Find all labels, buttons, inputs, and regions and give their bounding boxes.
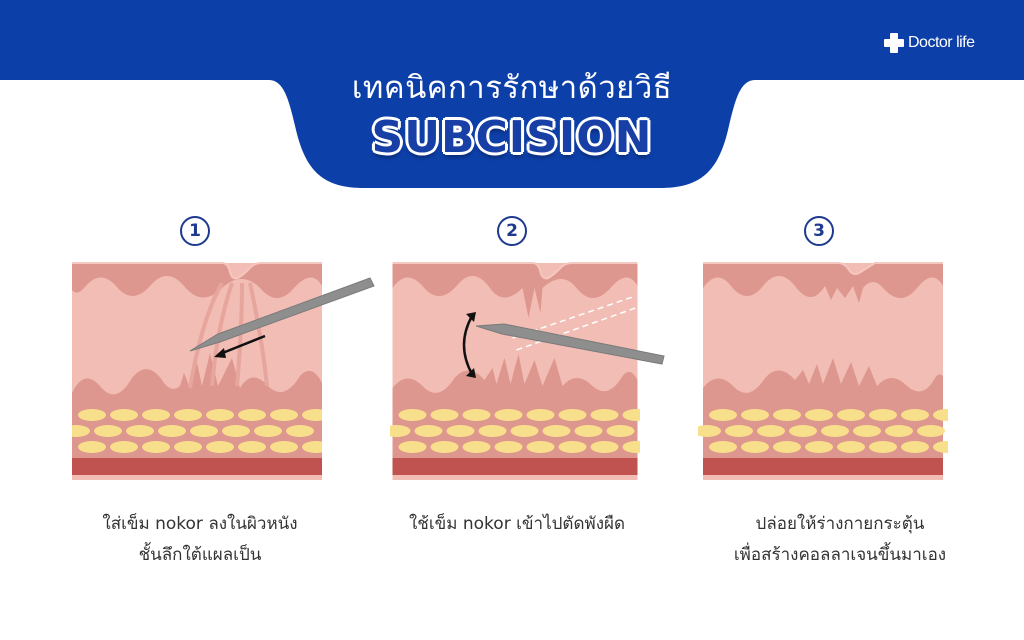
- caption-step-3-line-2: เพื่อสร้างคอลลาเจนขึ้นมาเอง: [733, 545, 947, 565]
- skin-illustration-step-1: [72, 262, 322, 480]
- title-english: SUBCISION: [371, 112, 653, 163]
- caption-step-1: ใส่เข็ม nokor ลงในผิวหนัง ชั้นลึกใต้แผลเ…: [60, 509, 340, 571]
- skin-illustration-step-3: [698, 262, 948, 480]
- caption-step-3: ปล่อยให้ร่างกายกระตุ้น เพื่อสร้างคอลลาเจ…: [700, 509, 980, 571]
- caption-step-2: ใช้เข็ม nokor เข้าไปตัดพังผืด: [372, 509, 662, 540]
- caption-step-3-line-1: ปล่อยให้ร่างกายกระตุ้น: [755, 514, 925, 534]
- skin-illustration-step-2: [390, 262, 640, 480]
- direction-arrow-icon: [214, 334, 266, 358]
- step-number-1: 1: [180, 216, 210, 246]
- step-number-2: 2: [497, 216, 527, 246]
- rotate-arrow-icon: [462, 312, 476, 378]
- caption-step-1-line-2: ชั้นลึกใต้แผลเป็น: [138, 545, 262, 565]
- needle-icon: [190, 277, 375, 352]
- logo-text: Doctor life: [908, 34, 975, 51]
- medical-cross-icon: [884, 33, 904, 53]
- caption-step-1-line-1: ใส่เข็ม nokor ลงในผิวหนัง: [102, 514, 298, 534]
- doctorlife-logo: Doctor life: [884, 33, 975, 53]
- title-thai: เทคนิคการรักษาด้วยวิธี: [351, 70, 673, 106]
- needle-icon: [476, 323, 665, 365]
- caption-step-2-line-1: ใช้เข็ม nokor เข้าไปตัดพังผืด: [409, 514, 625, 534]
- header-banner: [0, 0, 1024, 188]
- step-number-3: 3: [804, 216, 834, 246]
